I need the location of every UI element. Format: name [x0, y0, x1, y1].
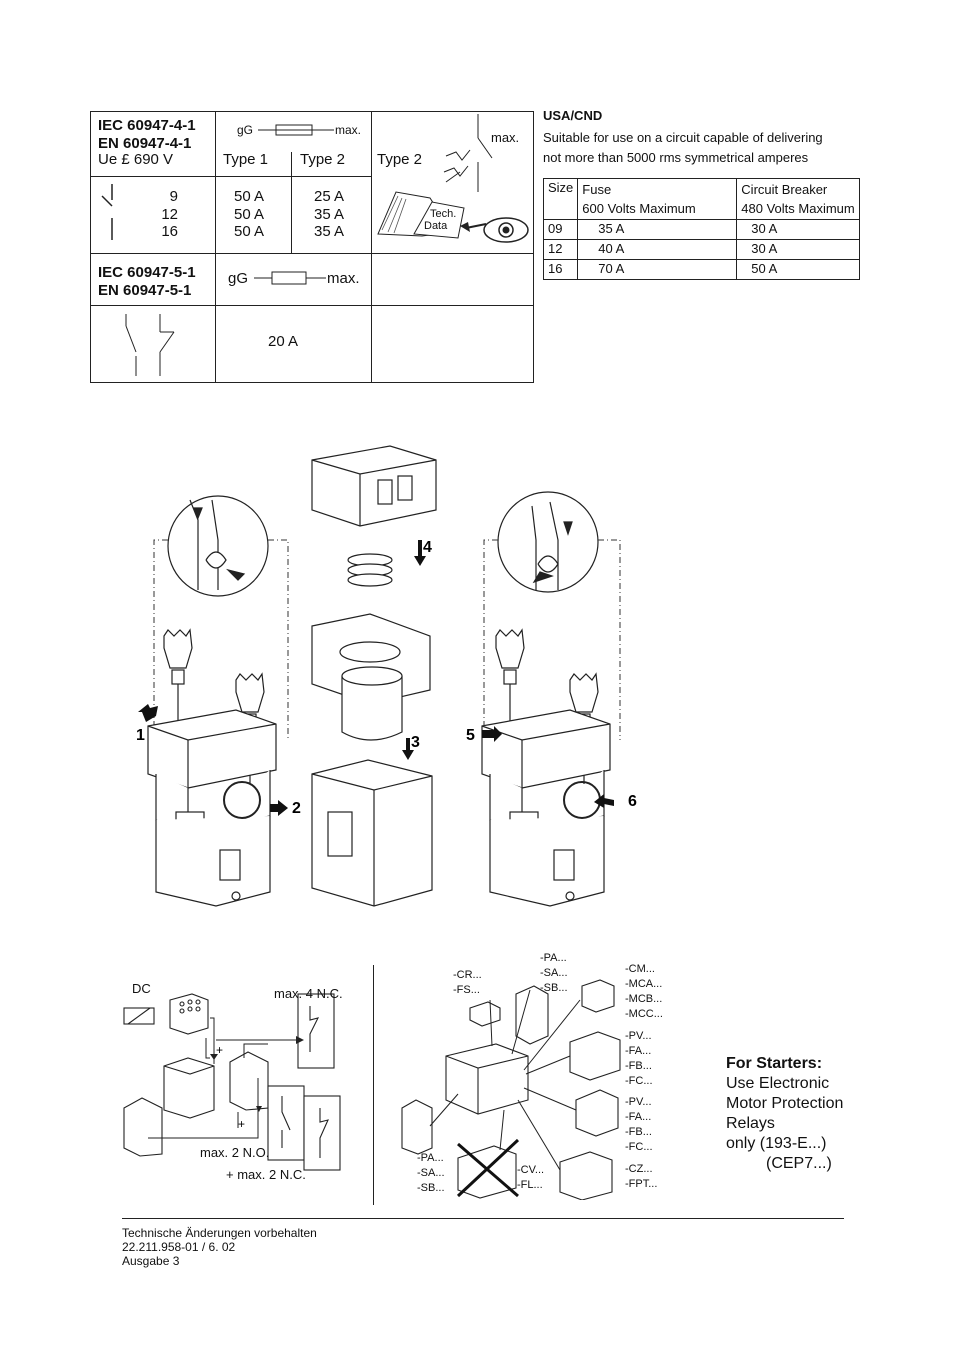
tech-data-label: Tech. Data	[424, 208, 457, 232]
cv-labels: -CV... -FL...	[517, 1164, 545, 1191]
table-row: 09 35 A 30 A	[542, 219, 860, 240]
std1-title: IEC 60947-4-1 EN 60947-4-1	[98, 117, 196, 152]
pv1-labels: -PV... -FA... -FB... -FC...	[625, 1030, 653, 1087]
breaker-symbol-icon	[443, 114, 493, 192]
table-header-row: Size Fuse 600 Volts Maximum Circuit Brea…	[542, 178, 860, 220]
usa-rating-table: Size Fuse 600 Volts Maximum Circuit Brea…	[542, 178, 860, 280]
cm-labels: -CM... -MCA... -MCB... -MCC...	[625, 963, 663, 1020]
step-2-label: 2	[292, 800, 301, 817]
table-row: 16 70 A 50 A	[542, 259, 860, 280]
aux-value: 20 A	[268, 333, 299, 350]
fuse2-max-label: max.	[327, 270, 360, 287]
std2-title: IEC 60947-5-1 EN 60947-5-1	[98, 264, 196, 299]
max-label: max.	[491, 130, 520, 145]
section-divider	[373, 965, 374, 1205]
table-row: 12 40 A 30 A	[542, 239, 860, 260]
ue-rating: Ue £ 690 V	[98, 151, 174, 168]
max-no-label: max. 2 N.O.	[200, 1145, 270, 1160]
step-5-label: 5	[466, 727, 475, 744]
plus-nc-label: + max. 2 N.C.	[226, 1167, 306, 1182]
header-cb: Circuit Breaker 480 Volts Maximum	[736, 178, 860, 220]
step-4-label: 4	[423, 539, 432, 556]
step-1-label: 1	[136, 727, 145, 744]
aux-accessories-diagram: + +	[123, 993, 341, 1171]
footer-rule	[122, 1218, 844, 1219]
usa-title: USA/CND	[543, 108, 603, 123]
plus-sign-1: +	[216, 1043, 223, 1057]
plus-sign-2: +	[238, 1117, 245, 1131]
header-fuse: Fuse 600 Volts Maximum	[577, 178, 738, 220]
size-column: 9 12 16	[161, 188, 178, 240]
tech-data-book-icon	[377, 191, 529, 243]
usa-description: Suitable for use on a circuit capable of…	[543, 130, 823, 165]
fuse-gg-label: gG	[237, 123, 254, 137]
fuse2-gg-label: gG	[228, 270, 249, 287]
pa-bottom-labels: -PA... -SA... -SB...	[417, 1152, 445, 1194]
footer: Technische Änderungen vorbehalten 22.211…	[122, 1226, 317, 1268]
fuse-icon	[258, 124, 334, 136]
header-size: Size	[542, 178, 579, 220]
type1-values: 50 A 50 A 50 A	[234, 188, 265, 240]
step-6-label: 6	[628, 793, 637, 810]
dc-label: DC	[132, 981, 151, 996]
step-3-label: 3	[411, 734, 420, 751]
max-nc-label: max. 4 N.C.	[274, 986, 343, 1001]
starters-note: For Starters: Use Electronic Motor Prote…	[726, 1055, 844, 1172]
cr-labels: -CR... -FS...	[453, 969, 482, 996]
aux-contact-symbol-icon	[125, 314, 175, 376]
type1-header: Type 1	[223, 151, 269, 168]
pa-top-labels: -PA... -SA... -SB...	[540, 952, 568, 994]
fuse2-icon	[254, 271, 326, 285]
iec-table	[90, 111, 534, 383]
fuse-max-label: max.	[335, 123, 362, 137]
type2-header: Type 2	[300, 151, 346, 168]
type2-values: 25 A 35 A 35 A	[314, 188, 345, 240]
pv2-labels: -PV... -FA... -FB... -FC...	[625, 1096, 653, 1153]
cz-labels: -CZ... -FPT...	[625, 1163, 658, 1190]
coil-replacement-drawing: 1 2 3 4 5 6	[136, 445, 637, 907]
accessory-options-diagram	[401, 979, 621, 1200]
contact-symbol-icon	[101, 184, 113, 240]
type2b-header: Type 2	[377, 151, 423, 168]
